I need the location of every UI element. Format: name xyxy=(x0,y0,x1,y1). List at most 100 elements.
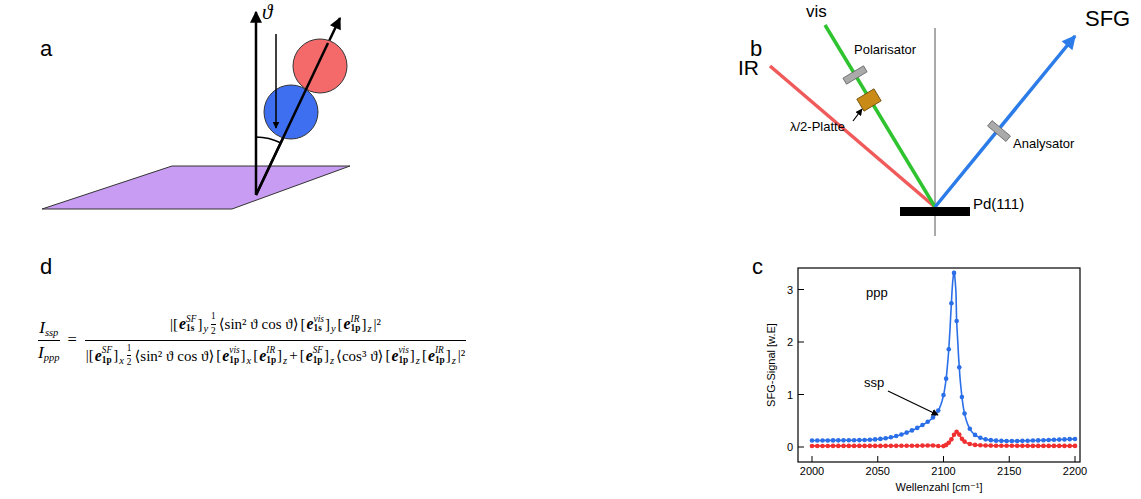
vector-superscript: IR xyxy=(266,346,275,356)
math-symbol: ] xyxy=(197,316,202,333)
field-vector: evis1p xyxy=(222,346,239,366)
vis-beam xyxy=(825,25,935,207)
polarization-subscript: ppp xyxy=(44,352,60,363)
vector-indices: SF1p xyxy=(102,346,112,366)
data-point xyxy=(915,443,920,448)
data-point xyxy=(883,436,888,441)
molecule-axis xyxy=(256,18,340,195)
data-point xyxy=(878,444,883,449)
fraction-numerator: |[eSF1s]y12⟨sin² ϑ cos ϑ⟩[evis1s]y[eIR1p… xyxy=(169,312,382,337)
vector-indices: vis1s xyxy=(314,315,324,335)
vector-symbol: e xyxy=(428,347,435,365)
vector-subscript: 1p xyxy=(313,356,323,366)
field-vector: eSF1s xyxy=(179,315,196,335)
vector-indices: IR1p xyxy=(266,346,276,366)
data-point xyxy=(878,437,883,442)
data-point xyxy=(825,444,830,449)
vector-superscript: vis xyxy=(229,346,239,356)
data-point xyxy=(1057,444,1062,449)
data-point xyxy=(1025,438,1030,443)
vector-symbol: e xyxy=(344,315,351,333)
math-symbol: [ xyxy=(216,347,221,364)
data-point xyxy=(973,443,978,448)
field-vector: eIR1p xyxy=(428,346,445,366)
sample-label: Pd(111) xyxy=(973,195,1024,212)
axis-title: SFG-Signal [w.E] xyxy=(765,323,778,407)
data-point xyxy=(868,437,873,442)
data-point xyxy=(989,443,994,448)
data-point xyxy=(910,443,915,448)
data-point xyxy=(957,365,962,370)
data-point xyxy=(1020,444,1025,449)
data-point xyxy=(831,438,836,443)
crystal-sample xyxy=(900,207,970,216)
vector-symbol: e xyxy=(95,347,102,365)
component-subscript: z xyxy=(452,355,456,366)
vector-superscript: IR xyxy=(351,315,360,325)
x-tick xyxy=(1075,456,1076,462)
tick-label: 2050 xyxy=(866,465,890,478)
data-point xyxy=(1025,444,1030,449)
math-symbol: [ xyxy=(385,347,390,364)
data-point xyxy=(831,444,836,449)
fraction-digit: 1 xyxy=(211,312,216,322)
data-point xyxy=(944,443,949,448)
data-point xyxy=(925,443,930,448)
data-point xyxy=(1046,444,1051,449)
data-point xyxy=(920,423,925,428)
math-symbol: [ xyxy=(422,347,427,364)
component-subscript: x xyxy=(119,355,124,366)
math-symbol: ] xyxy=(361,316,366,333)
data-point xyxy=(989,438,994,443)
vector-symbol: e xyxy=(307,315,314,333)
x-tick xyxy=(943,456,944,462)
vector-indices: vis1p xyxy=(229,346,239,366)
vector-indices: SF1s xyxy=(186,315,196,335)
data-point xyxy=(944,376,949,381)
fraction-bar xyxy=(38,340,60,341)
tick-label: 2200 xyxy=(1063,465,1087,478)
data-point xyxy=(1015,444,1020,449)
axis-ticks xyxy=(798,290,1075,463)
vector-superscript: IR xyxy=(435,346,444,356)
vector-symbol: e xyxy=(391,347,398,365)
vector-subscript: 1p xyxy=(229,356,239,366)
surface-normal xyxy=(255,12,258,195)
fraction-digit: 2 xyxy=(211,327,216,337)
vector-indices: IR1p xyxy=(351,315,361,335)
math-symbol: [ xyxy=(301,316,306,333)
vector-superscript: SF xyxy=(186,315,196,325)
intensity-term: Ippp xyxy=(38,343,60,363)
data-point xyxy=(883,444,888,449)
vector-subscript: 1p xyxy=(266,356,276,366)
math-symbol: ] xyxy=(410,347,415,364)
data-point xyxy=(1041,444,1046,449)
data-point xyxy=(1010,439,1015,444)
vector-subscript: 1p xyxy=(435,356,445,366)
fraction-digit: 2 xyxy=(127,358,132,368)
data-point xyxy=(899,444,904,449)
data-point xyxy=(925,420,930,425)
data-point xyxy=(983,443,988,448)
data-point xyxy=(973,433,978,438)
data-point xyxy=(1041,438,1046,443)
spectrum-chart xyxy=(798,268,1080,462)
angle-arc xyxy=(256,137,281,143)
vector-indices: SF1p xyxy=(313,346,323,366)
data-point xyxy=(889,435,894,440)
data-point xyxy=(962,411,967,416)
field-vector: evis1p xyxy=(391,346,408,366)
data-point xyxy=(1036,438,1041,443)
component-subscript: z xyxy=(416,355,420,366)
data-point xyxy=(968,442,973,447)
data-point xyxy=(868,444,873,449)
vector-superscript: SF xyxy=(102,346,112,356)
data-point xyxy=(1004,443,1009,448)
tick-label: 3 xyxy=(787,283,793,296)
ratio-equation: IsspIppp=|[eSF1s]y12⟨sin² ϑ cos ϑ⟩[evis1… xyxy=(38,312,466,368)
tick-label: 1 xyxy=(787,388,793,401)
angle-symbol: ϑ xyxy=(262,0,272,24)
data-point xyxy=(999,439,1004,444)
data-point xyxy=(836,438,841,443)
vector-subscript: 1s xyxy=(186,324,194,334)
